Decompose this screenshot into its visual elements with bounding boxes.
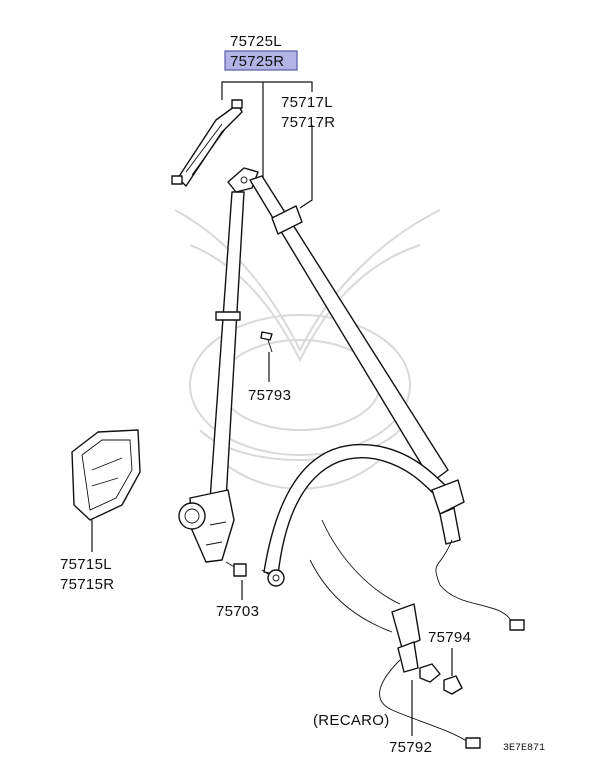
label-bolt-upper[interactable]: 75793 <box>248 387 291 404</box>
pillar-bracket <box>171 99 243 187</box>
bolt-75793[interactable] <box>260 331 273 353</box>
seat-buckle-upper <box>431 479 525 631</box>
trim-panel <box>71 429 141 521</box>
seat-contour <box>321 519 401 605</box>
nut-75794[interactable] <box>419 663 463 695</box>
label-belt-right[interactable]: 75725R <box>230 53 284 70</box>
highlight-box <box>224 50 298 71</box>
label-guide-right[interactable]: 75717R <box>281 114 335 131</box>
label-buckle[interactable]: 75792 <box>389 739 432 756</box>
leader-belt-bracket <box>221 81 313 100</box>
label-belt-left: 75725L <box>230 33 282 50</box>
retractor <box>178 489 235 563</box>
diagram-code: 3E7E871 <box>503 743 545 754</box>
leader-guide <box>299 125 313 209</box>
seat-buckle-lower <box>379 603 481 749</box>
seat-contour-2 <box>309 559 393 633</box>
label-trim-left[interactable]: 75715L <box>60 556 112 573</box>
label-guide-left[interactable]: 75717L <box>281 94 333 111</box>
label-recaro-note: (RECARO) <box>313 712 390 729</box>
belt-webbing <box>209 167 449 576</box>
anchor-bolt-left[interactable] <box>225 561 247 577</box>
label-anchor-bolt[interactable]: 75703 <box>216 603 259 620</box>
label-nut[interactable]: 75794 <box>428 629 471 646</box>
label-trim-right[interactable]: 75715R <box>60 576 114 593</box>
anchor-bolt-right[interactable] <box>261 569 285 587</box>
